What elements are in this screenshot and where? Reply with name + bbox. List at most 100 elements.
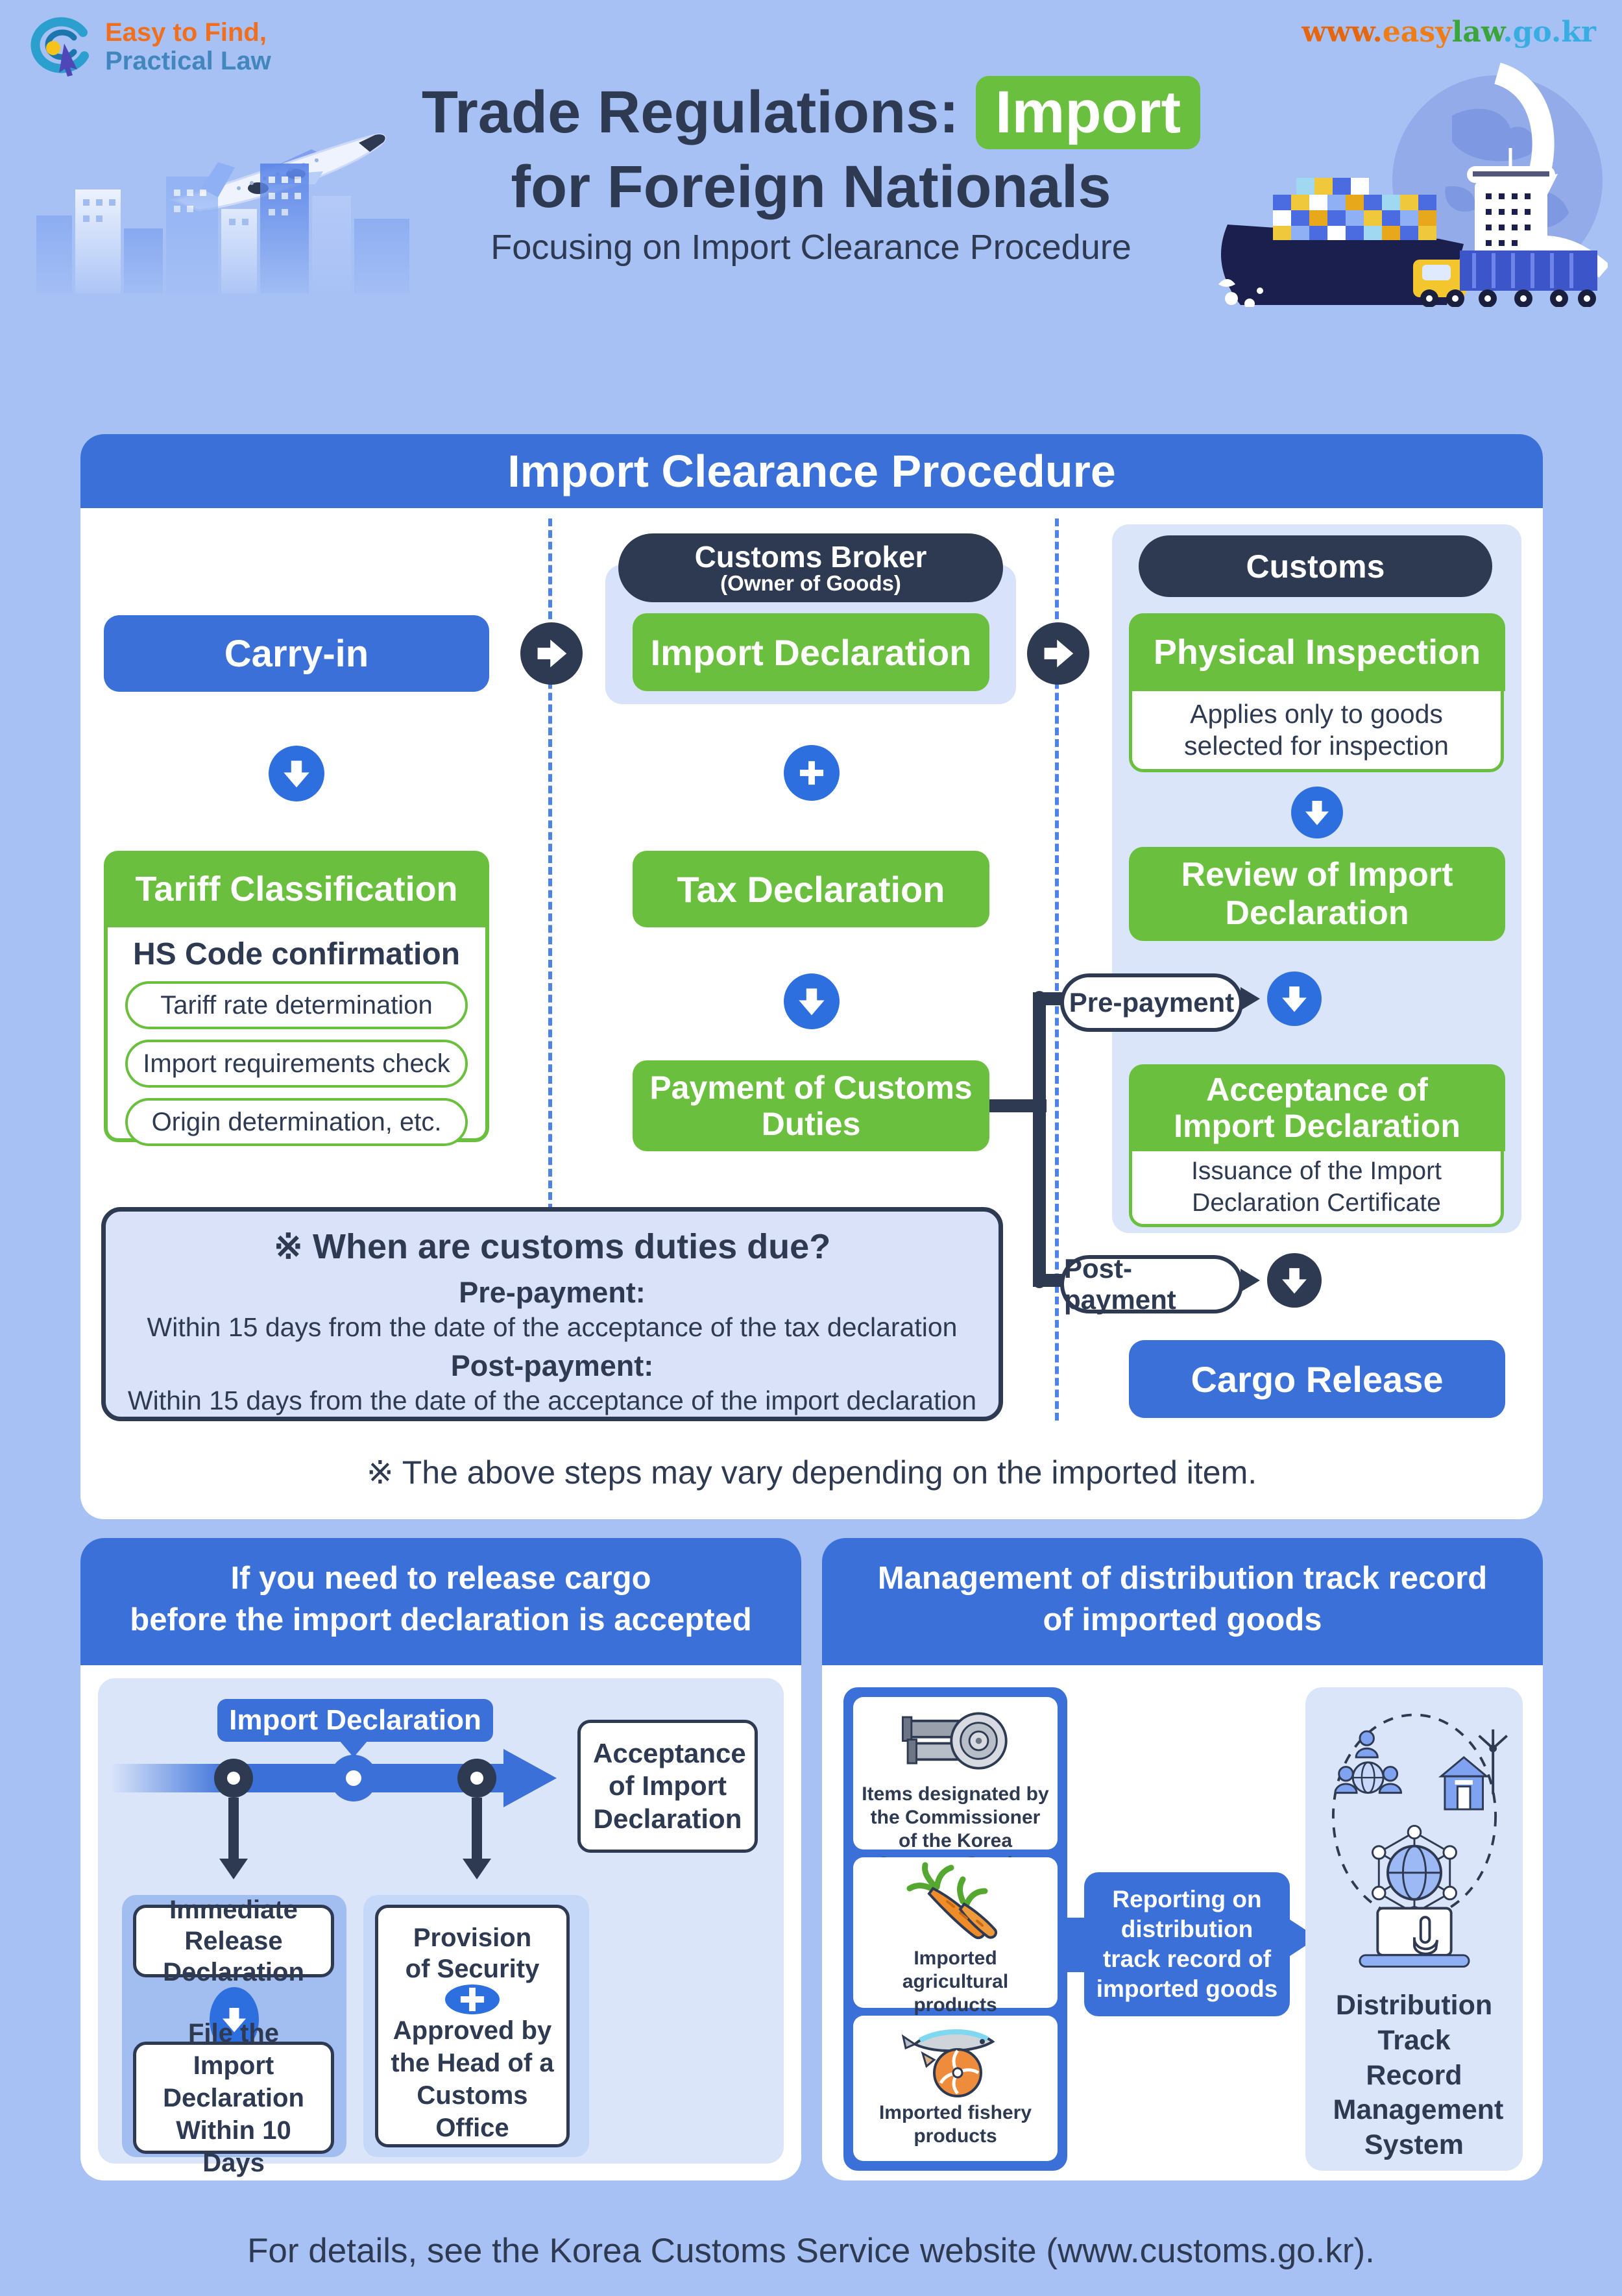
track-item-1: Items designated by the Commissioner of …: [853, 1697, 1058, 1875]
duties-title: ※ When are customs duties due?: [273, 1227, 831, 1266]
branch-security-container: Provision of Security Approved by the He…: [363, 1895, 589, 2157]
system-panel: Distribution Track Record Management Sys…: [1305, 1687, 1523, 2171]
track-item-3-label: Imported fishery products: [878, 2102, 1032, 2147]
timeline-bar: [110, 1764, 507, 1792]
connector-horizontal: [989, 1099, 1047, 1112]
tariff-body: HS Code confirmation Tariff rate determi…: [104, 927, 489, 1146]
procedure-card: Import Clearance Procedure Carry-in Tari…: [80, 434, 1543, 1519]
track-card-header: Management of distribution track record …: [822, 1538, 1543, 1665]
url-domain: .go.kr: [1503, 16, 1596, 49]
connector-vertical: [1033, 991, 1046, 1288]
plus-icon: [445, 1985, 500, 2014]
duties-pre-text: Within 15 days from the date of the acce…: [147, 1312, 958, 1342]
branch-immediate-container: Immediate Release Declaration File the I…: [122, 1895, 346, 2177]
title-prefix: Trade Regulations:: [421, 79, 959, 145]
arrow-down-icon: [210, 1987, 259, 2052]
review-label: Review of Import Declaration: [1181, 856, 1453, 932]
provision-security-box: Provision of Security Approved by the He…: [375, 1905, 570, 2147]
logo-text-line2: Practical Law: [105, 47, 271, 75]
duties-post-text: Within 15 days from the date of the acce…: [127, 1386, 977, 1415]
track-items-container: Items designated by the Commissioner of …: [843, 1687, 1067, 2171]
timeline-arrowhead: [503, 1749, 557, 1807]
page-title-line2: for Foreign Nationals: [511, 154, 1111, 220]
arrow-down-icon: [784, 973, 840, 1029]
step-tariff-classification: Tariff Classification: [104, 851, 489, 927]
url-www: www.: [1301, 16, 1383, 49]
cargo-ship-scene-icon: [1218, 62, 1608, 307]
connector-stub-post: [1033, 1274, 1065, 1287]
arrow-down-icon: [1267, 971, 1322, 1026]
acceptance-note-label: Issuance of the Import Declaration Certi…: [1191, 1157, 1442, 1217]
track-header-line1: Management of distribution track record: [877, 1561, 1488, 1596]
track-card: Management of distribution track record …: [822, 1538, 1543, 2180]
logo-text-line1: Easy to Find,: [105, 18, 267, 47]
duties-info-box: ※ When are customs duties due? Pre-payme…: [101, 1207, 1003, 1421]
post-payment-label: Post-payment: [1064, 1253, 1176, 1315]
physical-inspection-label: Physical Inspection: [1153, 633, 1481, 672]
title-highlight: Import: [975, 75, 1201, 149]
timeline-dot-2: [330, 1755, 377, 1801]
broker-line1: Customs Broker: [694, 539, 927, 574]
step-cargo-release: Cargo Release: [1129, 1340, 1505, 1418]
logo-swirl-icon: [30, 17, 89, 77]
page-title-line1: Trade Regulations: Import: [0, 75, 1622, 149]
release-header-line2: before the import declaration is accepte…: [130, 1602, 752, 1637]
release-acceptance-label: Acceptance of Import Declaration: [593, 1737, 746, 1834]
track-item-2-label: Imported agricultural products: [902, 1948, 1009, 2016]
pre-payment-arrowhead: [1241, 987, 1260, 1010]
city-skyline-icon: [36, 164, 409, 293]
release-import-declaration-pill: Import Declaration: [217, 1699, 493, 1742]
reporting-box: Reporting on distribution track record o…: [1084, 1872, 1290, 2016]
hs-item-1: Tariff rate determination: [125, 981, 468, 1029]
system-label: Distribution Track Record Management Sys…: [1333, 1990, 1504, 2160]
timeline-dot-1: [214, 1759, 253, 1798]
duties-pre-label: Pre-payment:: [459, 1276, 646, 1309]
step-acceptance: Acceptance of Import Declaration: [1129, 1064, 1505, 1151]
fabric-rolls-icon: [901, 1712, 1008, 1770]
tax-declaration-label: Tax Declaration: [677, 868, 945, 910]
column-divider-2: [1055, 519, 1059, 1421]
immediate-release-label: Immediate Release Declaration: [163, 1896, 304, 1986]
pre-payment-label: Pre-payment: [1069, 987, 1235, 1018]
hs-item-2: Import requirements check: [125, 1040, 468, 1088]
plus-icon: [784, 745, 840, 801]
cursor-hand-icon: [1412, 1916, 1438, 1955]
carry-in-label: Carry-in: [224, 632, 369, 675]
step-physical-inspection: Physical Inspection: [1129, 613, 1505, 691]
hs-code-title: HS Code confirmation: [132, 937, 461, 971]
release-pill-label: Import Declaration: [229, 1704, 481, 1736]
track-item-2: Imported agricultural products: [853, 1857, 1058, 2016]
arrow-right-icon: [1027, 622, 1089, 685]
step-payment-duties: Payment of Customs Duties: [633, 1060, 989, 1151]
step-carry-in: Carry-in: [104, 615, 489, 692]
physical-note-label: Applies only to goods selected for inspe…: [1184, 698, 1449, 761]
release-card: If you need to release cargo before the …: [80, 1538, 801, 2180]
track-header-line2: of imported goods: [1043, 1602, 1322, 1637]
timeline-dot-3: [457, 1759, 496, 1798]
provision-security-label: Provision of Security: [405, 1924, 540, 1983]
payment-label: Payment of Customs Duties: [649, 1069, 973, 1142]
pill-notch: [339, 1740, 368, 1757]
immediate-release-box: Immediate Release Declaration: [133, 1896, 334, 1986]
fish-icon: [901, 2029, 995, 2097]
post-payment-pill: Post-payment: [1060, 1253, 1243, 1315]
procedure-card-header: Import Clearance Procedure: [80, 434, 1543, 508]
drop-arrowhead-2: [463, 1859, 491, 1879]
import-declaration-label: Import Declaration: [650, 631, 972, 673]
file-import-label: File the Import Declaration Within 10 Da…: [163, 2018, 304, 2177]
brand-logo: Easy to Find, Practical Law: [29, 13, 327, 78]
pre-payment-pill: Pre-payment: [1060, 973, 1243, 1032]
release-acceptance-box: Acceptance of Import Declaration: [577, 1720, 758, 1853]
hs-item-3: Origin determination, etc.: [125, 1098, 468, 1146]
drop-line-1: [228, 1798, 239, 1860]
acceptance-note: Issuance of the Import Declaration Certi…: [1129, 1151, 1504, 1227]
step-import-declaration: Import Declaration: [633, 613, 989, 691]
url-law: law: [1451, 16, 1503, 49]
drop-arrowhead-1: [219, 1859, 248, 1879]
acceptance-label: Acceptance of Import Declaration: [1174, 1071, 1460, 1144]
hs-item-1-label: Tariff rate determination: [160, 990, 433, 1020]
column-divider-1: [548, 519, 552, 1421]
site-url: www.easylaw.go.kr: [1220, 16, 1596, 49]
duties-post-label: Post-payment:: [450, 1349, 654, 1382]
